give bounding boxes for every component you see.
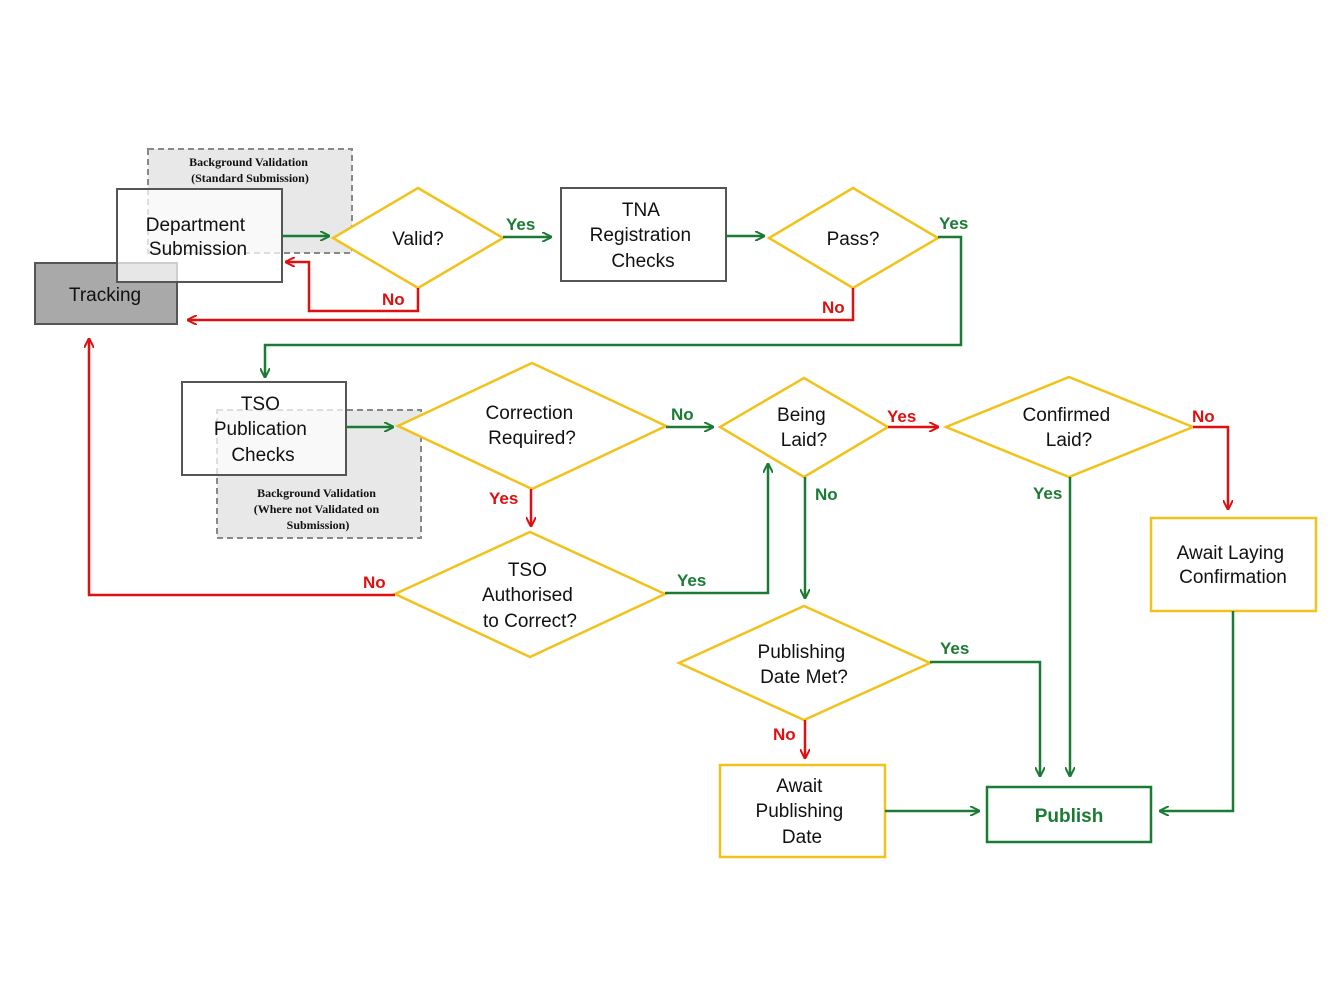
arrow-authorised-yes-to-being-laid	[665, 464, 768, 595]
tna-registration-checks-label: TNA Registration Checks	[590, 200, 697, 272]
edge-label-date-met-no: No	[773, 725, 796, 744]
edge-label-valid-yes: Yes	[506, 215, 535, 234]
tso-authorised-decision: TSO Authorised to Correct?	[392, 530, 668, 659]
arrow-authorised-no-to-tracking	[89, 339, 395, 597]
confirmed-laid-decision: Confirmed Laid?	[942, 375, 1197, 479]
await-laying-confirmation-box: Await Laying Confirmation	[1149, 516, 1318, 613]
pass-decision: Pass?	[766, 186, 941, 290]
edge-label-authorised-no: No	[363, 573, 386, 592]
edge-label-being-laid-yes: Yes	[887, 407, 916, 426]
await-publishing-date-label: Await Publishing Date	[756, 776, 849, 848]
edge-label-confirmed-yes: Yes	[1033, 484, 1062, 503]
arrow-date-met-yes-to-publish	[930, 660, 1040, 776]
arrow-await-laying-to-publish	[1160, 611, 1235, 811]
department-submission-label: Department Submission	[146, 215, 251, 260]
edge-label-valid-no: No	[382, 290, 405, 309]
edge-label-being-laid-no: No	[815, 485, 838, 504]
department-submission-box: Department Submission	[116, 188, 283, 283]
publishing-date-met-decision: Publishing Date Met?	[675, 604, 934, 722]
edge-label-correction-yes: Yes	[489, 489, 518, 508]
edge-label-authorised-yes: Yes	[677, 571, 706, 590]
arrow-pass-yes-to-tso-checks	[265, 235, 963, 377]
edge-label-date-met-yes: Yes	[940, 639, 969, 658]
publish-box: Publish	[985, 785, 1153, 844]
bg-validation-not-validated-label: Background Validation (Where not Validat…	[254, 486, 382, 532]
being-laid-decision: Being Laid?	[717, 376, 891, 479]
correction-required-label: Correction Required?	[486, 403, 579, 449]
arrow-confirmed-no-to-await-laying	[1193, 425, 1228, 509]
bg-validation-standard-label: Background Validation (Standard Submissi…	[189, 155, 311, 185]
being-laid-label: Being Laid?	[777, 405, 831, 451]
await-laying-confirmation-label: Await Laying Confirmation	[1177, 543, 1290, 588]
tna-registration-checks-box: TNA Registration Checks	[560, 187, 727, 282]
confirmed-laid-label: Confirmed Laid?	[1023, 405, 1116, 451]
arrow-pass-no-to-tracking	[188, 288, 855, 320]
tso-authorised-label: TSO Authorised to Correct?	[482, 560, 578, 632]
pass-label: Pass?	[827, 229, 880, 250]
valid-label: Valid?	[392, 229, 443, 250]
edge-label-pass-no: No	[822, 298, 845, 317]
edge-label-pass-yes: Yes	[939, 214, 968, 233]
edge-label-confirmed-no: No	[1192, 407, 1215, 426]
tracking-label: Tracking	[69, 285, 141, 306]
valid-decision: Valid?	[330, 186, 506, 290]
tso-publication-checks-label: TSO Publication Checks	[214, 394, 312, 466]
tso-publication-checks-box: TSO Publication Checks	[181, 381, 347, 476]
edge-label-correction-no: No	[671, 405, 694, 424]
arrow-valid-no-to-department	[286, 262, 420, 313]
publishing-date-met-label: Publishing Date Met?	[758, 642, 851, 688]
publish-label: Publish	[1035, 806, 1104, 827]
correction-required-decision: Correction Required?	[395, 361, 669, 491]
await-publishing-date-box: Await Publishing Date	[718, 763, 887, 859]
